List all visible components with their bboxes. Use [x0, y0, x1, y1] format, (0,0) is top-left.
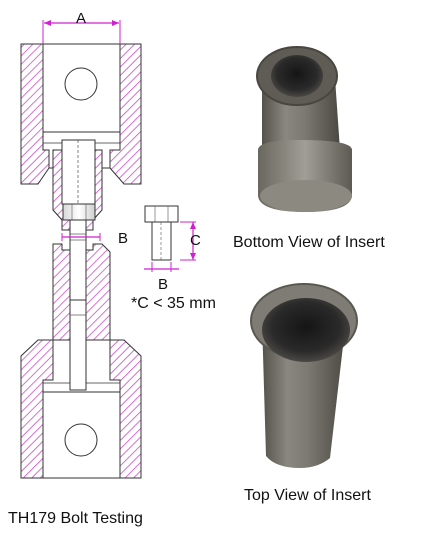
dim-c-label: C [190, 232, 201, 249]
upper-pin-hole [64, 67, 98, 101]
bolt-shank [151, 221, 172, 261]
upper-bolt-channel [61, 139, 96, 205]
constraint-note: *C < 35 mm [131, 295, 216, 312]
section-bolt-head [62, 203, 96, 221]
insert-photo-bottom [256, 46, 352, 212]
dim-b-assembly-label: B [118, 230, 129, 247]
caption-bottom-view: Bottom View of Insert [233, 234, 385, 251]
dim-b-bolt-label: B [158, 276, 169, 293]
cross-section-drawing [20, 20, 142, 479]
lower-pin-hole [64, 423, 98, 457]
dim-a-label: A [76, 10, 87, 27]
caption-main: TH179 Bolt Testing [8, 510, 143, 527]
bolt-drawing [144, 205, 196, 272]
bolt-head [144, 205, 179, 223]
insert-photo-top [250, 283, 358, 468]
caption-top-view: Top View of Insert [244, 487, 371, 504]
lower-bore [42, 391, 121, 479]
